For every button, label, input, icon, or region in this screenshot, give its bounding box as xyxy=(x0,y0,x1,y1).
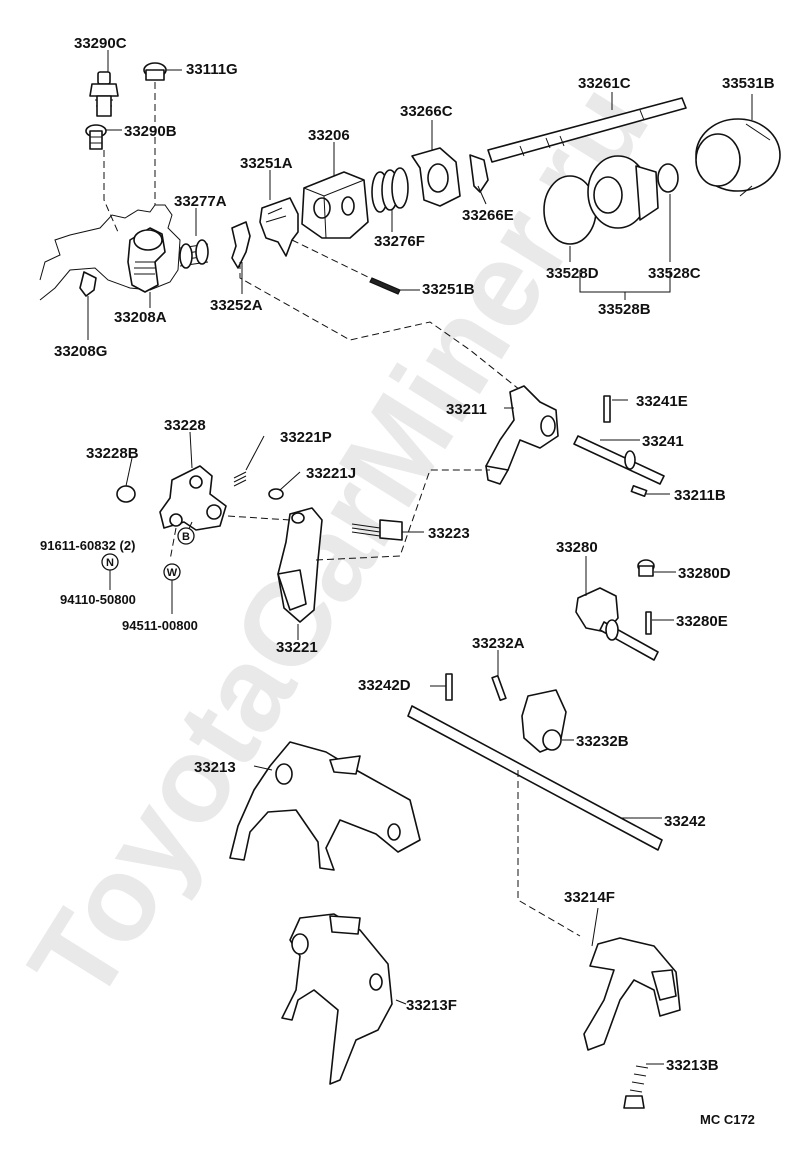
lever-33208a xyxy=(127,227,166,293)
label-94110-50800: 94110-50800 xyxy=(60,592,136,607)
pin-33232a xyxy=(491,674,507,702)
collar-33251a xyxy=(259,197,299,257)
label-33228: 33228 xyxy=(164,417,206,434)
label-33211b: 33211B xyxy=(674,487,726,504)
plug-33280d xyxy=(637,559,655,577)
bushing-33528b xyxy=(587,155,659,229)
bolt-33290b xyxy=(85,124,107,150)
marker-n: N xyxy=(101,553,119,571)
bolt-33223 xyxy=(351,519,403,541)
label-33261c: 33261C xyxy=(578,75,631,92)
clip-33208g xyxy=(79,271,97,297)
bolt-33290c xyxy=(89,71,119,117)
pin-33242d xyxy=(445,673,453,701)
housing-outline xyxy=(39,204,181,301)
clip-33266e xyxy=(469,154,489,193)
bracket-33228 xyxy=(159,465,227,531)
label-33213f: 33213F xyxy=(406,997,457,1014)
pin-33241e xyxy=(603,395,611,423)
fork-33213f xyxy=(281,913,393,1085)
diagram-code: MC C172 xyxy=(700,1112,755,1127)
label-91611-60832: 91611-60832 (2) xyxy=(40,538,135,553)
shaft-33261c xyxy=(487,97,687,163)
label-33208a: 33208A xyxy=(114,309,167,326)
label-33213b: 33213B xyxy=(666,1057,719,1074)
label-33242d: 33242D xyxy=(358,677,411,694)
bolt-33213b xyxy=(623,1065,649,1109)
fork-33213 xyxy=(229,741,421,871)
plug-33111g xyxy=(143,62,167,81)
pin-33251b xyxy=(369,277,401,295)
label-33251a: 33251A xyxy=(240,155,293,172)
lever-33221 xyxy=(277,507,323,623)
label-33280e: 33280E xyxy=(676,613,728,630)
label-33211: 33211 xyxy=(446,401,487,418)
label-33528c: 33528C xyxy=(648,265,701,282)
block-33232b xyxy=(521,689,567,753)
label-33241e: 33241E xyxy=(636,393,688,410)
label-33280: 33280 xyxy=(556,539,598,556)
label-94511-00800: 94511-00800 xyxy=(122,618,198,633)
label-33213: 33213 xyxy=(194,759,236,776)
label-33266c: 33266C xyxy=(400,103,453,120)
svg-text:N: N xyxy=(106,557,114,569)
cover-33266c xyxy=(411,147,461,207)
label-33528b: 33528B xyxy=(598,301,651,318)
spring-33277a xyxy=(179,239,209,269)
label-33290c: 33290C xyxy=(74,35,127,52)
label-33221j: 33221J xyxy=(306,465,356,482)
spring-33276f xyxy=(371,167,409,213)
seat-33221j xyxy=(268,488,284,500)
label-33232b: 33232B xyxy=(576,733,629,750)
label-33277a: 33277A xyxy=(174,193,227,210)
label-33528d: 33528D xyxy=(546,265,599,282)
label-33252a: 33252A xyxy=(210,297,263,314)
fork-33214f xyxy=(583,937,681,1051)
marker-w: W xyxy=(163,563,181,581)
label-33241: 33241 xyxy=(642,433,684,450)
label-33208g: 33208G xyxy=(54,343,107,360)
svg-text:W: W xyxy=(167,567,178,579)
svg-text:B: B xyxy=(182,531,190,543)
label-33223: 33223 xyxy=(428,525,470,542)
pin-33211b xyxy=(630,484,648,498)
label-33214f: 33214F xyxy=(564,889,615,906)
label-33290b: 33290B xyxy=(124,123,177,140)
selector-33280 xyxy=(575,587,659,661)
marker-b: B xyxy=(177,527,195,545)
shaft-33241 xyxy=(573,435,665,485)
label-33531b: 33531B xyxy=(722,75,775,92)
key-33252a xyxy=(231,221,251,269)
rod-33242 xyxy=(407,705,663,851)
pin-33280e xyxy=(645,611,652,635)
label-33221: 33221 xyxy=(276,639,318,656)
cap-33228b xyxy=(116,485,136,503)
label-33242: 33242 xyxy=(664,813,706,830)
labels: 33290C 33111G 33290B 33277A 33208A 33208… xyxy=(40,35,775,1127)
label-33111g: 33111G xyxy=(186,61,238,78)
ring-33528c xyxy=(657,163,679,193)
lever-33211 xyxy=(485,385,559,485)
label-33232a: 33232A xyxy=(472,635,525,652)
leader-lines xyxy=(87,50,753,1065)
label-33228b: 33228B xyxy=(86,445,139,462)
shift-head-33206 xyxy=(301,171,369,239)
label-33266e: 33266E xyxy=(462,207,514,224)
label-33251b: 33251B xyxy=(422,281,475,298)
label-33221p: 33221P xyxy=(280,429,332,446)
spring-33221p xyxy=(233,471,247,487)
label-33280d: 33280D xyxy=(678,565,731,582)
label-33276f: 33276F xyxy=(374,233,425,250)
label-33206: 33206 xyxy=(308,127,350,144)
boot-33531b xyxy=(695,118,781,197)
